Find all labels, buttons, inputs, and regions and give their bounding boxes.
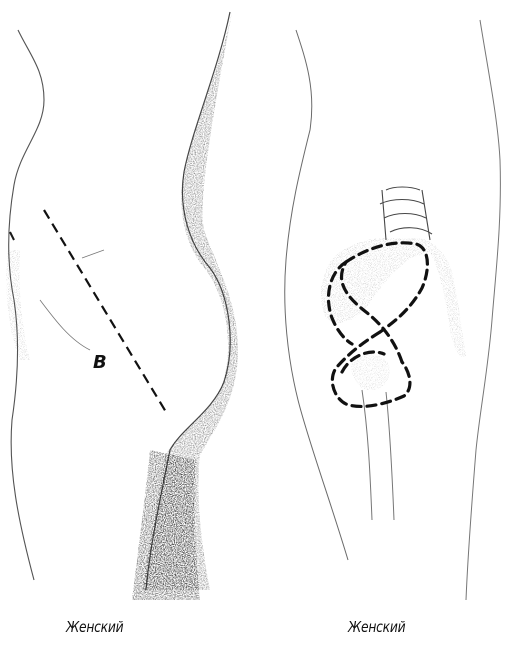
right-figure <box>285 20 501 600</box>
right-body-contour-right <box>466 20 500 600</box>
spine <box>380 187 432 240</box>
left-figure: B <box>7 12 239 600</box>
pelvis-shading <box>321 238 466 357</box>
caption-right: Женский <box>348 618 405 636</box>
dimension-label-b: B <box>93 352 107 373</box>
femur-head <box>352 355 389 390</box>
left-groin-line <box>40 300 90 350</box>
left-navel-mark <box>10 232 14 240</box>
caption-left: Женский <box>66 618 123 636</box>
left-hip-line <box>82 250 104 258</box>
dimension-line-b <box>44 210 166 412</box>
femur <box>362 390 394 520</box>
left-front-shading <box>7 250 31 360</box>
